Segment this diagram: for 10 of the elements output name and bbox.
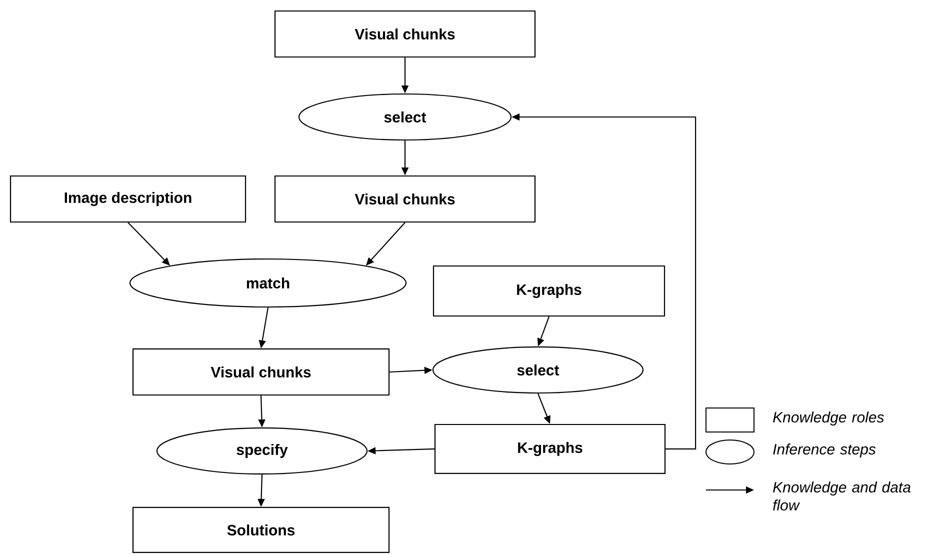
knowledge-role-box: K-graphs [434, 424, 666, 474]
knowledge-role-box: Solutions [132, 506, 390, 554]
knowledge-role-box: K-graphs [432, 265, 666, 317]
legend-text: Knowledge and data flow [773, 482, 910, 511]
knowledge-role-box: Image description [10, 175, 246, 223]
knowledge-role-box: Visual chunks [132, 348, 390, 396]
legend-text: Knowledge roles [773, 412, 884, 426]
legend-text: Inference steps [773, 444, 876, 458]
knowledge-role-box: Visual chunks [274, 10, 536, 58]
knowledge-role-box: Visual chunks [274, 175, 536, 223]
